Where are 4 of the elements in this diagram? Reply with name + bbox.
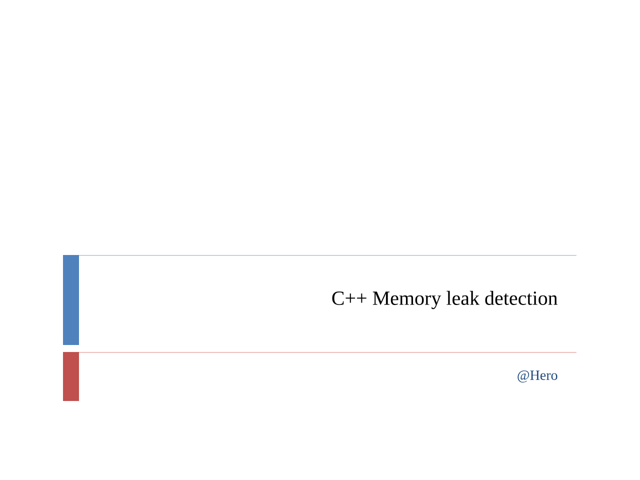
subtitle-box: @Hero: [63, 352, 577, 401]
node-label: C++ Memory leak detection: [332, 290, 558, 310]
title-box: C++ Memory leak detection: [63, 255, 577, 345]
node-label: @Hero: [518, 370, 558, 382]
